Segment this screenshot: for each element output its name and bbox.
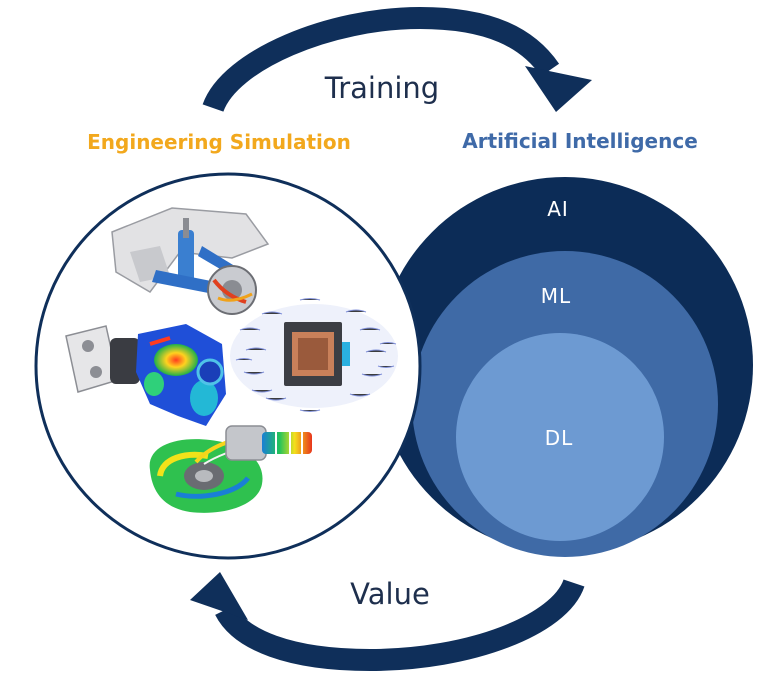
artificial-intelligence-heading: Artificial Intelligence bbox=[462, 129, 698, 153]
suspension-simulation-image bbox=[111, 207, 270, 315]
dl-circle bbox=[456, 333, 664, 541]
ml-label: ML bbox=[540, 284, 572, 308]
gearbox-stress-simulation-image bbox=[65, 324, 226, 426]
engineering-simulation-heading: Engineering Simulation bbox=[87, 130, 351, 154]
training-label: Training bbox=[324, 71, 440, 105]
ai-nested-circles bbox=[377, 177, 753, 557]
turbocharger-flow-simulation-image bbox=[149, 425, 312, 513]
ai-label: AI bbox=[547, 197, 569, 221]
dl-label: DL bbox=[544, 426, 574, 450]
value-arrow bbox=[190, 572, 585, 672]
value-label: Value bbox=[350, 577, 430, 611]
magnetic-field-simulation-image bbox=[230, 298, 398, 412]
training-arrow bbox=[202, 6, 592, 113]
